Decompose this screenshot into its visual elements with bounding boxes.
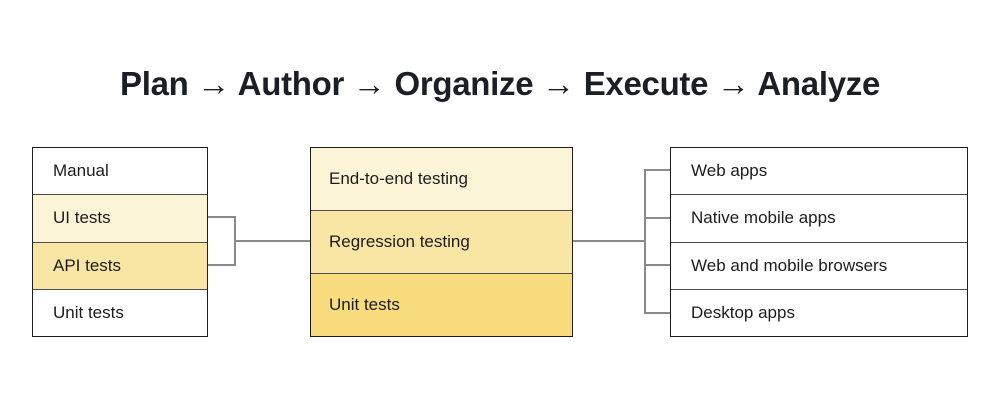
table-row: API tests: [33, 241, 207, 289]
row-label: Web and mobile browsers: [691, 255, 888, 275]
right-fan-stub-native-mobile-apps: [644, 217, 670, 219]
workflow-title: Plan → Author → Organize → Execute → Ana…: [119, 65, 880, 102]
table-row: Unit tests: [311, 273, 572, 336]
testing-scope-table: End-to-end testing Regression testing Un…: [310, 147, 573, 337]
left-bracket-stub-api-tests: [208, 264, 236, 266]
row-label: Unit tests: [329, 295, 400, 314]
target-platforms-table: Web apps Native mobile apps Web and mobi…: [670, 147, 968, 337]
table-row: Web apps: [671, 148, 967, 195]
row-label: End-to-end testing: [329, 169, 468, 188]
table-row: Web and mobile browsers: [671, 241, 967, 289]
table-row: Manual: [33, 148, 207, 195]
right-fan-stub-desktop-apps: [644, 312, 670, 314]
table-row: Unit tests: [33, 288, 207, 336]
row-label: Web apps: [691, 161, 768, 181]
table-row: Regression testing: [311, 210, 572, 273]
row-label: Unit tests: [53, 302, 124, 322]
row-label: Desktop apps: [691, 302, 795, 322]
row-label: Manual: [53, 161, 109, 181]
left-to-middle-line: [234, 240, 310, 242]
row-label: API tests: [53, 255, 122, 275]
table-row: Native mobile apps: [671, 194, 967, 242]
table-row: Desktop apps: [671, 288, 967, 336]
table-row: UI tests: [33, 194, 207, 242]
right-fan-stub-web-apps: [644, 169, 670, 171]
right-fan-stub-web-mobile-browsers: [644, 264, 670, 266]
test-types-table: Manual UI tests API tests Unit tests: [32, 147, 208, 337]
table-row: End-to-end testing: [311, 148, 572, 210]
row-label: UI tests: [53, 208, 111, 228]
right-fan-vertical-line: [644, 169, 646, 314]
middle-to-right-line: [573, 240, 646, 242]
row-label: Regression testing: [329, 232, 470, 251]
left-bracket-stub-ui-tests: [208, 216, 236, 218]
row-label: Native mobile apps: [691, 208, 836, 228]
